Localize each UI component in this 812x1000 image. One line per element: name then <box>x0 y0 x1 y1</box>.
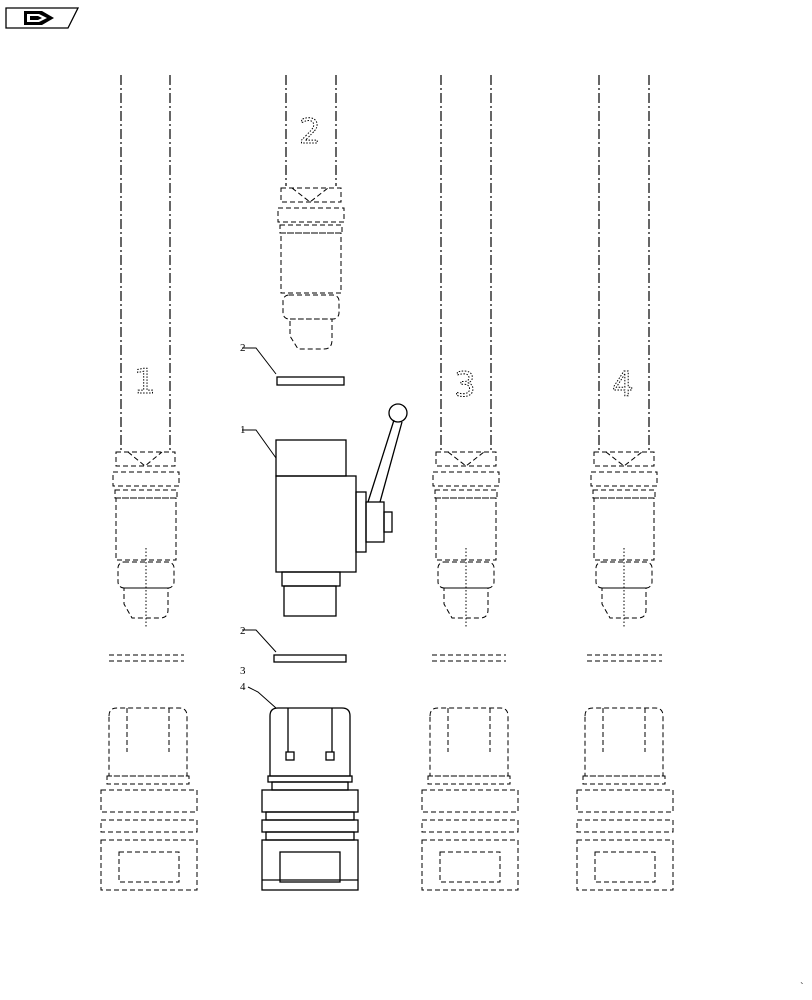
hose-assembly-2: 2 <box>277 75 345 350</box>
coupler-dashed-4 <box>576 707 674 891</box>
forward-arrow-icon[interactable] <box>5 7 80 29</box>
callout-3: 3 <box>240 665 246 677</box>
callout-4: 4 <box>240 681 246 693</box>
hose-assembly-1: 1 <box>109 75 184 662</box>
hose-label-2: 2 <box>299 112 321 152</box>
washer-upper: 2 <box>240 342 345 386</box>
coupler-dashed-3 <box>421 707 519 891</box>
quick-coupler: 3 4 <box>240 665 359 891</box>
hose-label-3: 3 <box>454 365 476 405</box>
ball-valve: 1 <box>240 403 408 617</box>
corner-mark: ` <box>800 981 804 993</box>
callout-2-upper: 2 <box>240 342 246 354</box>
callout-1: 1 <box>240 424 246 436</box>
hose-assembly-4: 4 <box>587 75 662 662</box>
washer-lower: 2 <box>240 625 347 663</box>
callout-2-lower: 2 <box>240 625 246 637</box>
coupler-dashed-1 <box>100 707 198 891</box>
hose-assembly-3: 3 <box>432 75 506 662</box>
hose-label-1: 1 <box>134 362 156 402</box>
hose-label-4: 4 <box>612 365 634 405</box>
